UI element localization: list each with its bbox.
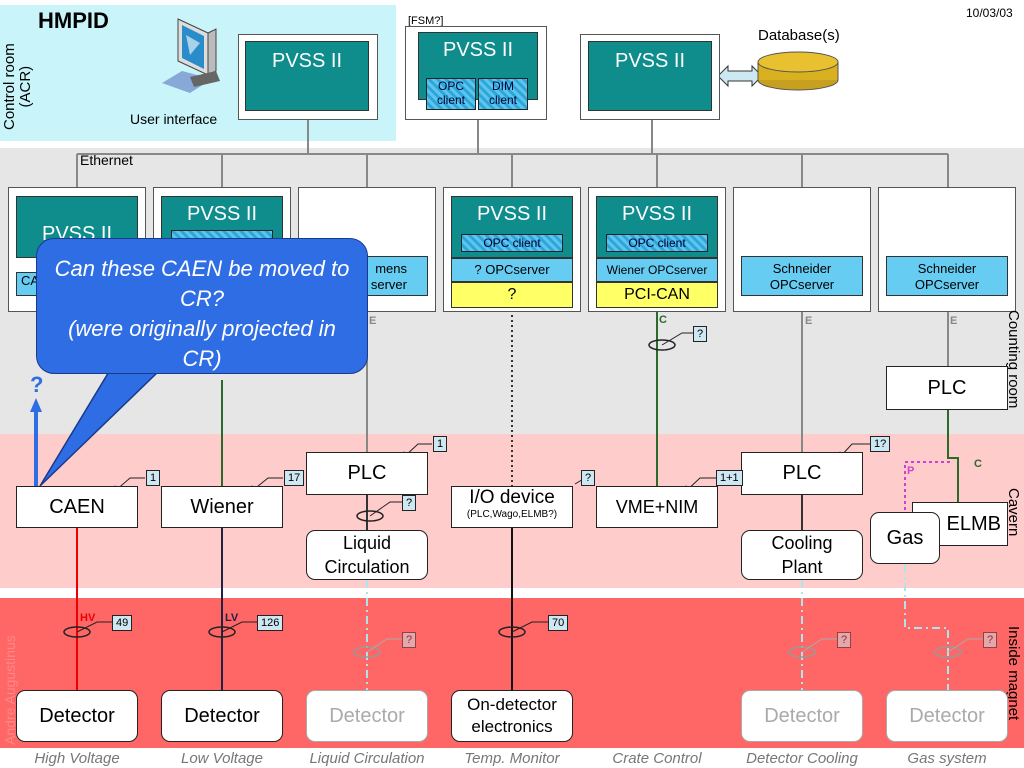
db-pvss: PVSS II xyxy=(588,41,712,111)
tag-lv: 126 xyxy=(257,615,284,631)
detector-cooling: Detector xyxy=(741,690,863,742)
tag-vme: 1+1 xyxy=(716,470,743,486)
tag-gas-magnet: ? xyxy=(983,632,998,648)
detector-lv: Detector xyxy=(161,690,283,742)
on-detector-electronics: On-detector electronics xyxy=(451,690,573,742)
crate-5-opcserver: Wiener OPCserver xyxy=(596,258,718,282)
io-device: I/O device (PLC,Wago,ELMB?) xyxy=(451,486,573,528)
detector-liquid: Detector xyxy=(306,690,428,742)
hv-label: HV xyxy=(80,612,96,624)
tag-plc-cable: ? xyxy=(402,495,417,511)
crate-7-bus-e: E xyxy=(950,315,958,327)
tag-temp: 70 xyxy=(548,615,569,631)
wiener-module: Wiener xyxy=(161,486,283,528)
liquid-circulation: Liquid Circulation xyxy=(306,530,428,580)
computer-icon xyxy=(160,15,240,105)
crate-6-opcserver: Schneider OPCserver xyxy=(741,256,863,296)
tag-io: ? xyxy=(581,470,596,486)
io-device-sub: (PLC,Wago,ELMB?) xyxy=(466,509,558,520)
plc-module-2: PLC xyxy=(741,452,863,495)
caption-liquid-circulation: Liquid Circulation xyxy=(309,750,425,767)
crate-6-bus-e: E xyxy=(805,315,813,327)
ui-pvss: PVSS II xyxy=(245,41,369,111)
tag-caen: 1 xyxy=(146,470,161,486)
database-label: Database(s) xyxy=(758,27,840,44)
caption-crate-control: Crate Control xyxy=(612,750,702,767)
vme-nim-module: VME+NIM xyxy=(596,486,718,528)
caption-gas-system: Gas system xyxy=(907,750,987,767)
io-device-label: I/O device xyxy=(469,487,555,508)
counting-plc: PLC xyxy=(886,366,1008,410)
page-title: HMPID xyxy=(38,8,109,33)
caption-detector-cooling: Detector Cooling xyxy=(746,750,858,767)
ethernet-label: Ethernet xyxy=(80,152,133,168)
user-interface-label: User interface xyxy=(130,111,218,127)
fsm-label: [FSM?] xyxy=(408,15,444,27)
dim-client-box: DIM client xyxy=(478,78,528,110)
tag-plc: 1 xyxy=(433,436,448,452)
callout-bubble xyxy=(36,238,368,374)
callout-text: Can these CAEN be moved to CR? (were ori… xyxy=(54,256,350,371)
tag-plc2: 1? xyxy=(870,436,891,452)
crate-3-bus-e: E xyxy=(369,315,377,327)
gas-bus-p: P xyxy=(907,465,915,477)
gas-module: Gas xyxy=(870,512,940,564)
tag-wiener: 17 xyxy=(284,470,305,486)
caen-module: CAEN xyxy=(16,486,138,528)
lv-label: LV xyxy=(225,612,239,624)
date-label: 10/03/03 xyxy=(966,6,1013,20)
crate-4-opc-client: OPC client xyxy=(461,234,563,252)
detector-hv: Detector xyxy=(16,690,138,742)
detector-gas: Detector xyxy=(886,690,1008,742)
callout-question: ? xyxy=(30,372,44,397)
tag-cooling-magnet: ? xyxy=(837,632,852,648)
caption-high-voltage: High Voltage xyxy=(34,750,120,767)
crate-5-opc-client: OPC client xyxy=(606,234,708,252)
cooling-plant: Cooling Plant xyxy=(741,530,863,580)
tag-hv: 49 xyxy=(112,615,133,631)
crate-5-pci-can: PCI-CAN xyxy=(596,282,718,308)
crate-5-bus-c: C xyxy=(659,314,667,326)
opc-client-box: OPC client xyxy=(426,78,476,110)
crate-7-opcserver: Schneider OPCserver xyxy=(886,256,1008,296)
tag-crate5-cable: ? xyxy=(693,326,708,342)
crate-4-yellow: ? xyxy=(451,282,573,308)
plc-module: PLC xyxy=(306,452,428,495)
caption-temp-monitor: Temp. Monitor xyxy=(464,750,560,767)
caption-low-voltage: Low Voltage xyxy=(180,750,263,767)
tag-liquid-magnet: ? xyxy=(402,632,417,648)
crate-4-opcserver: ? OPCserver xyxy=(451,258,573,282)
elmb-bus-c: C xyxy=(974,458,982,470)
